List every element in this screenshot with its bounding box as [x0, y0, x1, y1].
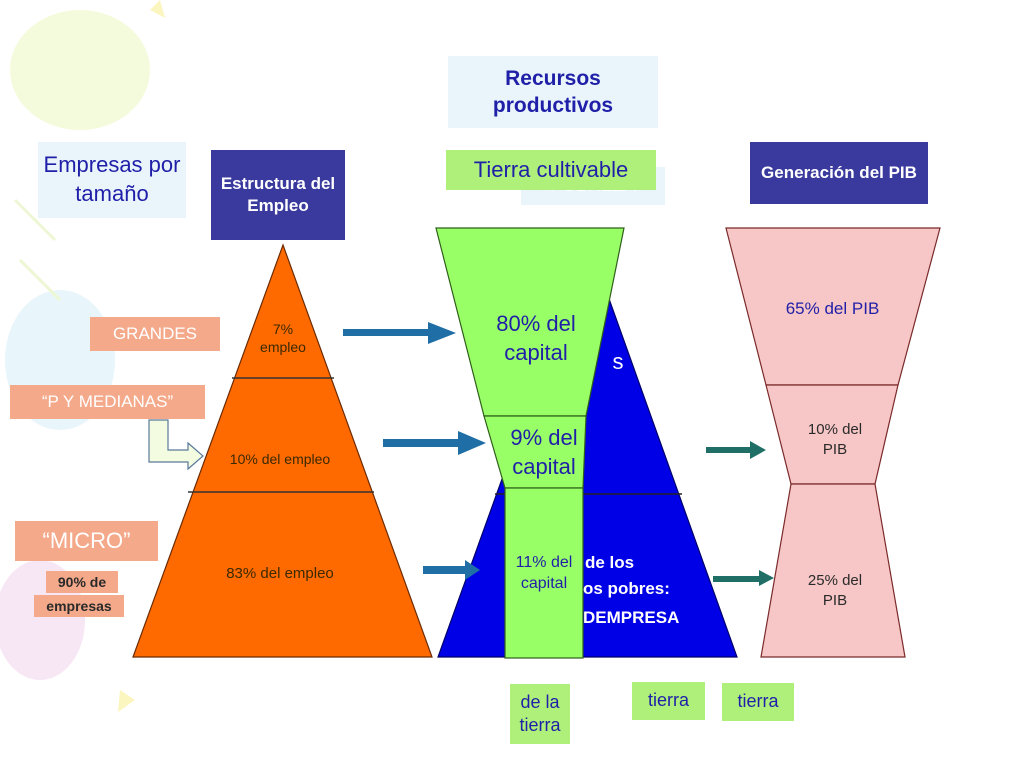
- capital-top-label: 80% del capital: [496, 311, 576, 365]
- decor-blob-yellow: [10, 10, 150, 130]
- arrow-pib-middle: [706, 441, 766, 459]
- decor-line: [18, 258, 62, 302]
- label-grandes: GRANDES: [90, 317, 220, 351]
- label-micro-pct-2: empresas: [34, 595, 124, 617]
- arrow-head: [458, 431, 486, 455]
- arrow-shaft: [713, 576, 759, 582]
- decor-triangle: [118, 690, 135, 712]
- arrow-head: [428, 322, 456, 344]
- arrow-shaft: [343, 329, 428, 336]
- label-micro-pct-1: 90% de: [46, 571, 118, 593]
- employment-bottom-label: 83% del empleo: [226, 565, 334, 582]
- capital-middle-label: 9% del capital: [510, 425, 578, 479]
- label-micro: “MICRO”: [15, 521, 158, 561]
- bottom-de-la-tierra: de la tierra: [510, 684, 570, 744]
- arrow-head: [465, 560, 480, 580]
- arrow-head: [750, 441, 766, 459]
- empresas-tamano-box: Empresas por tamaño: [38, 142, 186, 218]
- employment-top-label: 7% empleo: [260, 321, 306, 356]
- arrow-medianas: [383, 431, 486, 455]
- arrow-shaft: [383, 439, 458, 447]
- bottom-tierra-1: tierra: [632, 682, 705, 720]
- pib-bottom-label: 25% del PIB: [807, 572, 863, 609]
- pib-hourglass-bottom: [760, 483, 906, 658]
- arrow-shaft: [706, 447, 750, 453]
- bent-arrow-medianas: [148, 419, 204, 471]
- bottom-tierra-2: tierra: [722, 683, 794, 721]
- decor-triangle: [150, 0, 165, 18]
- arrow-pib-bottom: [713, 570, 774, 586]
- capital-funnel-bottom: [504, 487, 584, 659]
- employment-middle-label: 10% del empleo: [229, 451, 331, 467]
- capital-bottom-label: 11% del capital: [515, 554, 573, 592]
- employment-pyramid: [132, 243, 433, 658]
- arrow-head: [759, 570, 774, 586]
- label-py-medianas: “P Y MEDIANAS”: [10, 385, 205, 419]
- estructura-empleo-box: Estructura del Empleo: [211, 150, 345, 240]
- poverty-side-label: s: [612, 349, 624, 374]
- poverty-text-1: de los: [585, 553, 635, 572]
- decor-line: [13, 198, 57, 242]
- arrow-micro: [423, 560, 480, 580]
- poverty-text-2: os pobres:: [583, 579, 670, 598]
- poverty-text-3: DEMPRESA: [583, 608, 680, 627]
- pib-top-label: 65% del PIB: [785, 299, 880, 318]
- arrow-shaft: [423, 566, 465, 574]
- arrow-grandes: [343, 322, 456, 344]
- tierra-cultivable-box: Tierra cultivable: [446, 150, 656, 190]
- pib-middle-label: 10% del PIB: [807, 421, 863, 458]
- recursos-productivos-title: Recursos productivos: [448, 56, 658, 128]
- generacion-pib-box: Generación del PIB: [750, 142, 928, 204]
